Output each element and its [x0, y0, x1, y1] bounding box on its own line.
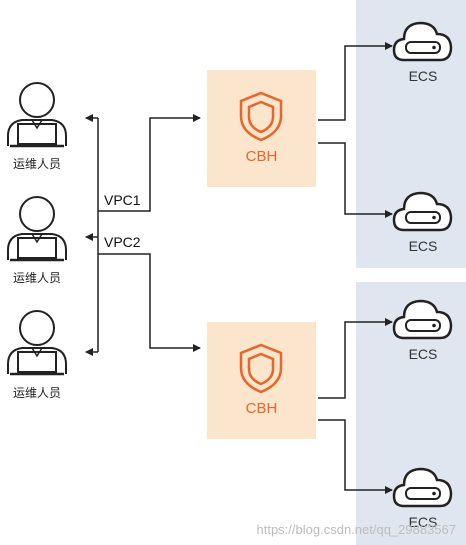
operator-person-3 [4, 306, 70, 391]
cloud-server-icon [392, 467, 453, 508]
shield-icon [239, 343, 283, 394]
ecs-label-3: ECS [408, 346, 438, 362]
cbh2-to-ecs3 [318, 318, 393, 399]
ecs-node-2 [392, 188, 454, 239]
watermark-text: https://blog.csdn.net/qq_29883567 [256, 522, 457, 537]
operator-label-1: 运维人员 [12, 157, 61, 171]
cloud-server-icon [392, 191, 453, 232]
ecs-node-1 [392, 18, 454, 69]
operator-label-3: 运维人员 [12, 386, 61, 400]
cbh-node-1: CBH [207, 70, 316, 187]
operator-label-2: 运维人员 [12, 271, 61, 285]
cbh-label-1: CBH [245, 148, 278, 165]
cbh1-to-ecs2 [318, 142, 393, 218]
ecs-label-4: ECS [408, 514, 438, 530]
cloud-server-icon [392, 21, 453, 62]
ecs-label-2: ECS [408, 238, 438, 254]
vpc2-label: VPC2 [104, 234, 141, 250]
operator-person-1 [4, 78, 70, 163]
ecs-label-1: ECS [408, 68, 438, 84]
cbh-label-2: CBH [245, 400, 278, 417]
vpc1-label: VPC1 [104, 192, 141, 208]
person-icon [7, 82, 67, 148]
person-icon [7, 310, 67, 376]
ecs-node-3 [392, 296, 454, 347]
vpc2-path [98, 253, 201, 352]
shield-icon [239, 91, 283, 142]
person-icon [7, 196, 67, 262]
ecs-node-4 [392, 464, 454, 515]
vpc1-path [98, 114, 201, 212]
cbh-node-2: CBH [207, 322, 316, 439]
cloud-server-icon [392, 299, 453, 340]
cbh2-to-ecs4 [318, 419, 393, 494]
operator-person-2 [4, 192, 70, 277]
cbh1-to-ecs1 [318, 42, 393, 121]
